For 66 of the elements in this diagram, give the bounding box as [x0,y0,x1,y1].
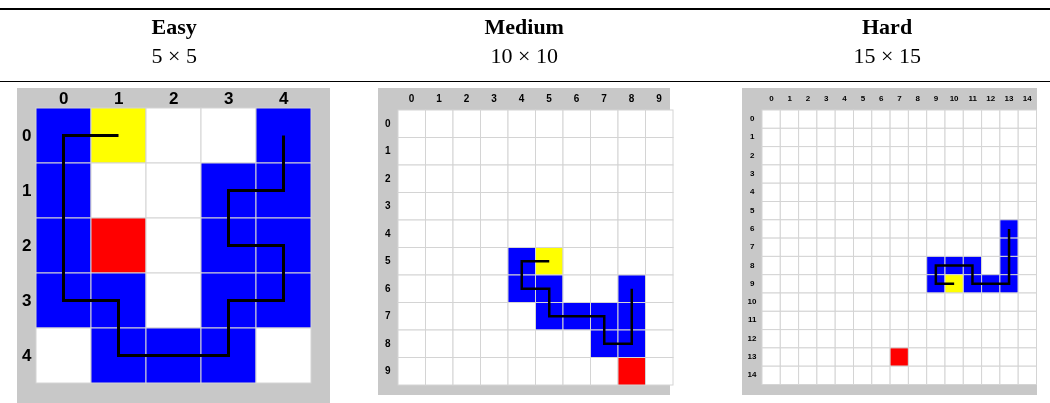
axis-label: 0 [22,127,32,144]
axis-label: 2 [22,237,32,254]
axis-label: 5 [750,206,755,215]
axis-label: 0 [769,95,774,103]
axis-label: 5 [546,94,552,104]
axis-label: 4 [385,228,391,239]
axis-label: 8 [628,94,635,104]
column-heading: Medium [484,14,564,40]
axis-label: 9 [385,366,391,377]
axis-label: 7 [385,311,391,322]
axis-label: 7 [601,94,607,104]
axis-label: 2 [750,151,755,160]
axis-label: 14 [1022,95,1032,103]
axis-label: 4 [750,188,755,197]
axis-label: 4 [22,347,32,364]
axis-label: 3 [224,89,234,107]
axis-label: 4 [842,95,847,103]
axis-label: 3 [385,201,391,212]
axis-label: 1 [114,89,124,107]
axis-label: 10 [949,95,959,103]
axis-label: 4 [279,89,289,107]
axis-label: 8 [385,338,391,349]
axis-label: 1 [436,94,442,104]
axis-label: 12 [986,95,996,103]
axis-label: 0 [750,115,755,124]
axis-label: 5 [860,95,866,103]
axis-label: 13 [1004,95,1014,103]
axis-label: 8 [750,261,755,270]
axis-label: 0 [59,89,69,107]
axis-label: 0 [408,94,415,104]
axis-label: 3 [22,292,32,309]
axis-label: 6 [573,94,580,104]
axis-label: 11 [748,316,757,325]
axis-label: 13 [747,353,757,362]
axis-label: 1 [750,133,755,142]
axis-label: 14 [747,371,757,380]
grid-size-label: 15 × 15 [853,43,921,69]
column-heading: Hard [862,14,913,40]
axis-label: 7 [897,95,902,103]
axis-label: 6 [385,283,391,294]
axis-label: 5 [385,256,391,267]
axis-label: 10 [747,298,757,307]
axis-label: 2 [385,173,391,184]
axis-label: 11 [968,95,977,103]
axis-label: 0 [385,118,391,129]
axis-label: 9 [933,95,939,103]
axis-label: 1 [22,182,32,199]
column-heading: Easy [151,14,197,40]
axis-label: 6 [750,224,755,233]
axis-label: 6 [878,95,884,103]
axis-label: 9 [750,279,755,288]
axis-label: 12 [747,334,757,343]
grid-size-label: 10 × 10 [490,43,558,69]
axis-label: 3 [824,95,829,103]
axis-label: 4 [518,94,525,104]
axis-label: 2 [463,94,470,104]
axis-label: 8 [915,95,920,103]
axis-label: 7 [750,243,755,252]
axis-label: 2 [805,95,811,103]
axis-label: 1 [787,95,792,103]
axis-label: 3 [491,94,497,104]
axis-label: 2 [169,89,179,107]
grid-size-label: 5 × 5 [151,43,197,69]
axis-label: 1 [385,146,391,157]
axis-label: 9 [656,94,662,104]
axis-label: 3 [750,170,755,179]
